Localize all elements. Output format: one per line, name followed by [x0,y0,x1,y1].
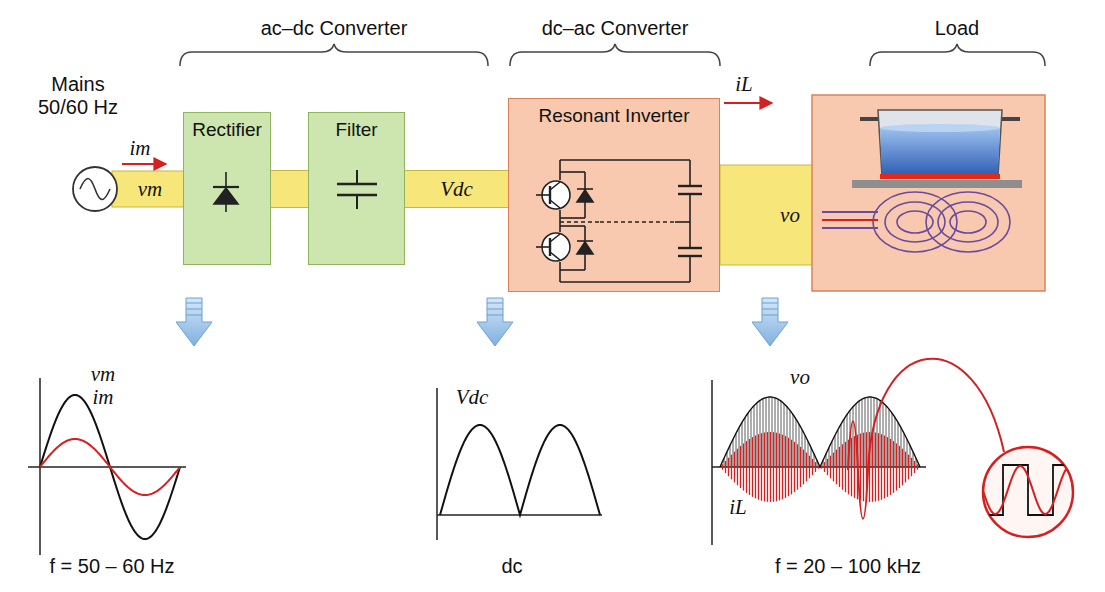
coil-lead [822,219,878,221]
down-arrow [176,298,212,346]
band-outline [271,170,308,208]
label-slot: im [130,136,151,160]
signal-name: vo [790,365,810,389]
edge-label-slot: Vdc [438,177,475,201]
pot-water [880,128,1000,175]
label-slot: vo [780,203,800,227]
load-box [812,95,1045,291]
half-bridge-circuit [536,160,702,282]
label-slot: f = 50 – 60 Hz [49,555,174,578]
frequency-caption: f = 20 – 100 kHz [775,555,921,578]
output-band [720,165,814,265]
rectified-wave [440,425,600,515]
signal-name: vm [138,177,163,201]
section-heading: dc–ac Converter [542,17,689,40]
induction-coil [873,192,1010,252]
plot-axes [28,378,926,555]
signal-name: iL [729,495,747,519]
section-heading: ac–dc Converter [261,17,408,40]
signal-name: iL [735,72,753,96]
mains-band [112,171,186,207]
label-slot: ac–dc Converter [261,17,408,40]
bracket [180,44,488,66]
coil-lead [822,211,878,213]
label-slot: dc [501,555,522,578]
source-name: Mains 50/60 Hz [30,73,126,119]
signal-name: vm [91,362,116,386]
pot-base [880,174,1000,179]
zoom-square-wave [980,465,1080,515]
pot-handle [1000,117,1020,121]
band-fill [405,171,508,207]
signal-name: Vdc [456,385,489,409]
signal-name: im [130,136,151,160]
label-slot: Vdc [456,385,489,409]
label-slot: vo [790,365,810,389]
block-title: Resonant Inverter [538,105,689,127]
waveforms [40,395,920,539]
pot-body [878,110,1002,176]
band-arrow [271,188,308,190]
block-title: Rectifier [192,119,262,141]
signal-name: vo [780,203,800,227]
output-voltage-pulses [721,397,919,467]
filter-box: Filter [308,112,405,265]
down-arrow [477,298,513,346]
zoom-leader [848,359,1004,519]
band-fill [271,171,308,207]
load-current-bursts [723,432,918,502]
glass-plate [852,180,1022,188]
label-slot: vm [138,177,163,201]
signal-name: Vdc [438,177,475,201]
coil-lead [822,227,878,229]
label-slot: Mains 50/60 Hz [30,73,126,119]
signal-name: im [93,385,114,409]
bracket [510,44,720,66]
label-slot: dc–ac Converter [542,17,689,40]
label-slot: vm [91,362,116,386]
diode-symbol [213,172,239,212]
bracket [870,44,1045,66]
current-arrow [724,102,772,104]
label-slot: im [93,385,114,409]
frequency-caption: dc [501,555,522,578]
ac-source [73,167,117,211]
current-arrow [122,163,166,165]
zoom-sine-wave [980,466,1080,514]
frequency-caption: f = 50 – 60 Hz [49,555,174,578]
power-band [271,189,308,190]
pot-handle [860,117,880,121]
label-slot: iL [729,495,747,519]
voltage-wave [40,395,180,539]
section-heading: Load [935,17,980,40]
capacitor-symbol [337,170,377,209]
label-slot: Load [935,17,980,40]
block-title: Filter [335,119,377,141]
band-outline [405,170,508,208]
down-arrow [752,298,788,346]
label-slot: iL [735,72,753,96]
label-slot: f = 20 – 100 kHz [775,555,921,578]
current-wave [40,439,180,495]
water-surface [880,124,1000,132]
ac-source-wave [80,179,110,200]
